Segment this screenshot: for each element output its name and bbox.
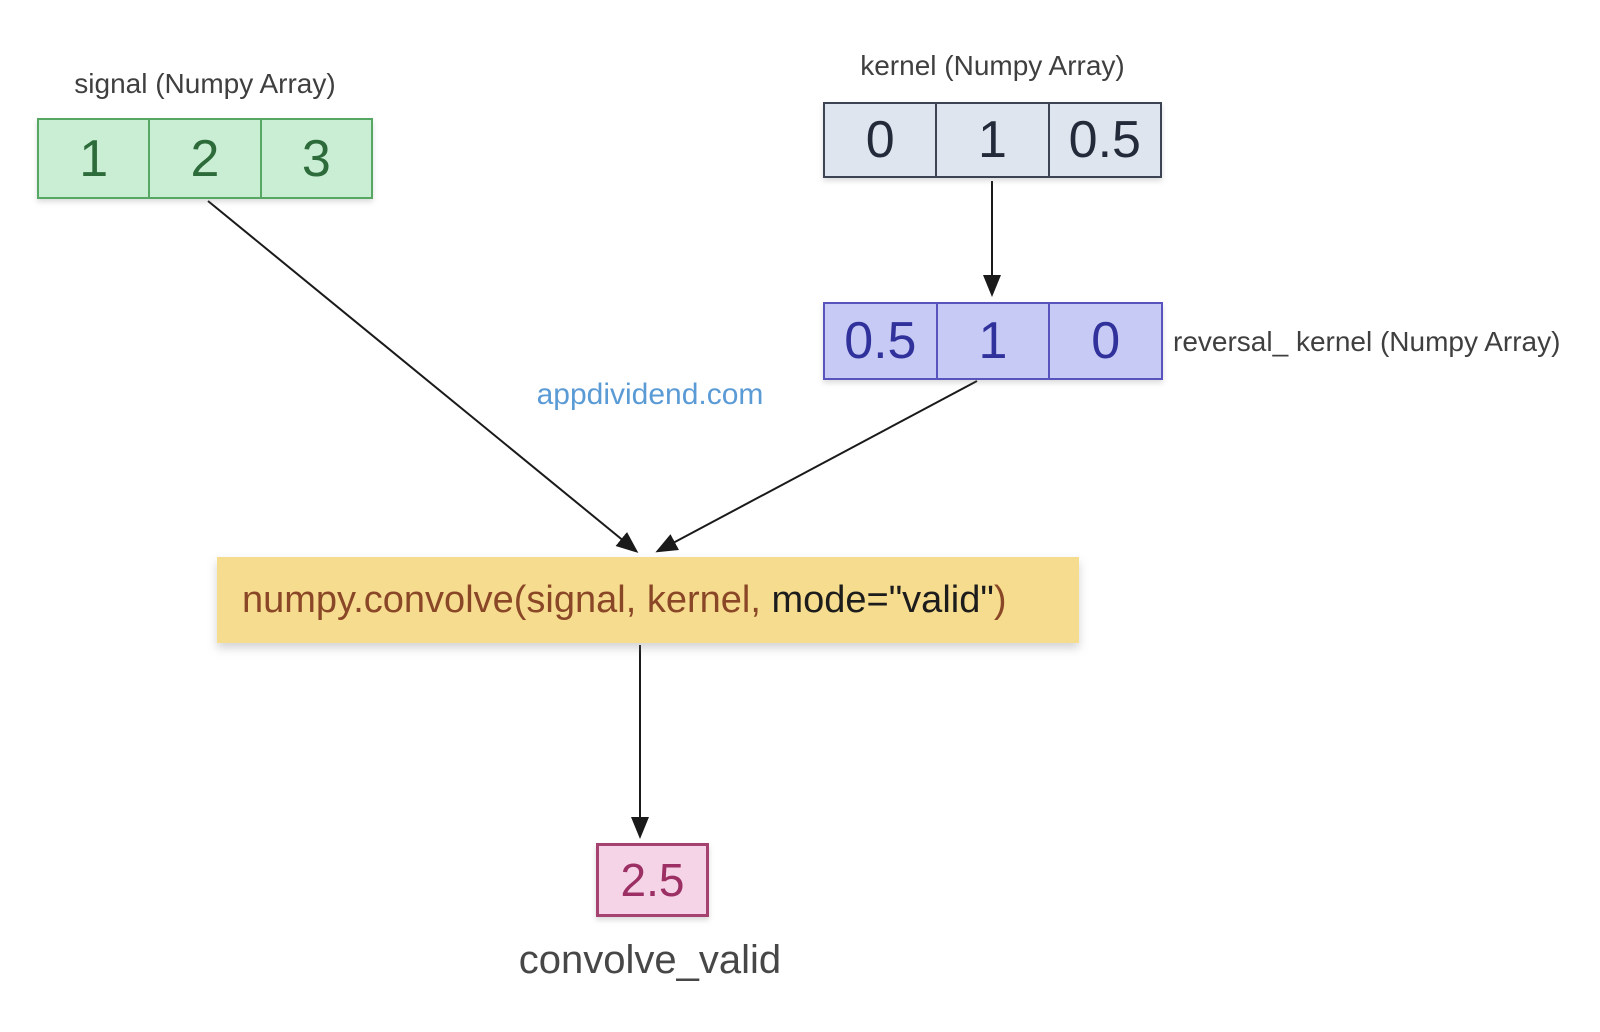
expression-code-part3: ): [993, 578, 1007, 621]
reversal-kernel-cell-2: 0: [1048, 304, 1161, 378]
signal-array: 1 2 3: [37, 118, 373, 199]
kernel-array-title: kernel (Numpy Array): [860, 50, 1125, 81]
result-label: convolve_valid: [518, 938, 782, 982]
signal-cell-0: 1: [79, 129, 109, 188]
result-value: 2.5: [620, 854, 685, 906]
kernel-cell-0: 0: [865, 111, 895, 169]
signal-cell-2: 3: [259, 120, 371, 197]
arrow-signal-to-expression: [207, 200, 639, 553]
reversal-kernel-cell-1: 1: [935, 304, 1049, 378]
signal-array-title: signal (Numpy Array): [74, 68, 336, 99]
reversal-kernel-label: reversal_ kernel (Numpy Array): [1173, 326, 1561, 357]
reversal-kernel-cell-0: 0.5: [844, 312, 917, 370]
kernel-cell-1: 1: [935, 104, 1047, 176]
kernel-array: 0 1 0.5: [823, 102, 1162, 178]
expression-code-part1: numpy.convolve(signal, kernel,: [242, 578, 761, 621]
convolve-expression-box: numpy.convolve(signal, kernel, mode="val…: [217, 557, 1079, 643]
result-box: 2.5: [596, 843, 709, 917]
expression-code-part2: mode="valid": [760, 578, 994, 621]
kernel-cell-2: 0.5: [1047, 104, 1160, 176]
reversal-kernel-array: 0.5 1 0: [823, 302, 1163, 380]
signal-cell-1: 2: [148, 120, 259, 197]
watermark-text: appdividend.com: [536, 378, 764, 411]
